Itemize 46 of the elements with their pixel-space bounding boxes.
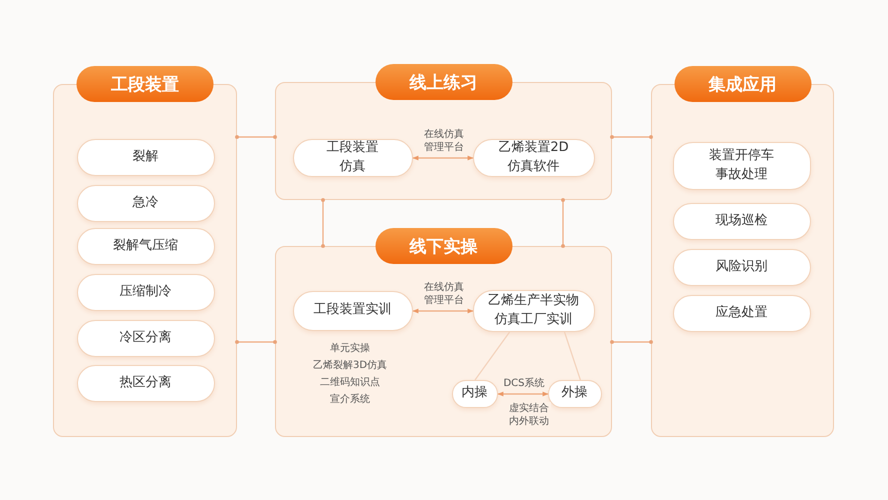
rounded-box [452,380,498,408]
rounded-box [472,138,594,176]
section-heading: 工段装置 [76,66,214,102]
section-heading: 集成应用 [674,66,811,102]
box-label: 外操 [560,384,588,402]
rounded-box [76,320,214,356]
note-text: 单元实操 [330,342,370,355]
box-label: 工段装置实训 [312,301,392,320]
connector-line [564,332,581,380]
rounded-box [472,290,594,332]
box-label: 冷区分离 [118,328,172,347]
box-label: 乙烯装置2D仿真软件 [497,138,570,176]
box-label: 风险识别 [714,258,768,276]
box-label: 裂解 [132,148,160,166]
connector-line [474,332,510,380]
box-label: 工段装置仿真 [326,138,380,176]
connector-arrow [497,392,549,396]
box-label: 现场巡检 [714,212,768,230]
box-label: 急冷 [132,194,160,212]
box-label: 应急处置 [714,304,768,322]
rounded-box [292,138,412,176]
rounded-box [76,228,214,264]
rounded-box [672,294,810,332]
box-label: 裂解气压缩 [112,236,179,255]
rounded-box [672,202,810,240]
section-heading: 线上练习 [375,64,512,100]
box-label: 内操 [460,384,488,402]
rounded-box [292,290,412,330]
box-label: 装置开停车事故处理 [708,146,775,184]
rounded-box [672,248,810,286]
rounded-box [548,380,602,408]
box-label: 热区分离 [118,374,172,392]
rounded-box [76,274,214,310]
rounded-box [76,138,214,176]
note-text: 虚实结合内外联动 [507,402,551,428]
section-heading: 线下实操 [375,228,512,264]
connector-arrow [412,308,474,314]
box-label: 压缩制冷 [118,282,172,301]
note-text: 乙烯裂解3D仿真 [312,358,388,372]
rounded-box [76,184,214,222]
note-text: 宣介系统 [330,392,370,406]
rounded-box [76,364,214,402]
rounded-box [672,142,810,190]
note-text: 二维码知识点 [320,376,380,389]
box-label: 乙烯生产半实物仿真工厂实训 [487,292,580,328]
connector-arrow [412,156,474,160]
